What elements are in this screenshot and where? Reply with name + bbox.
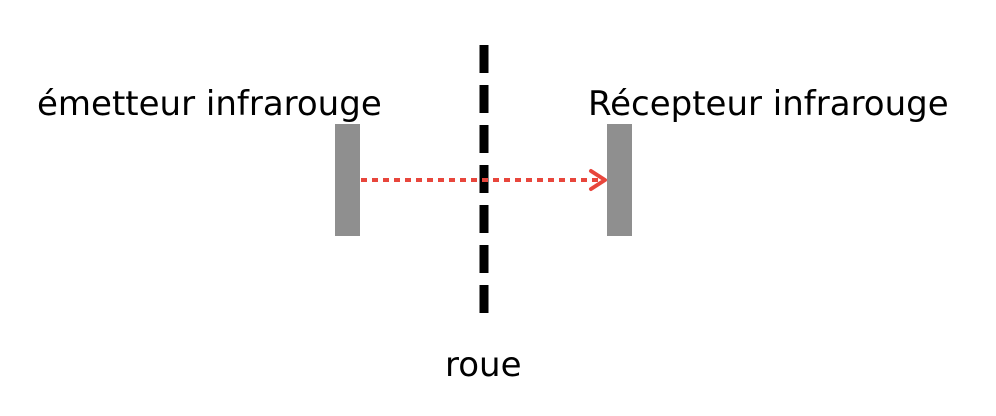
emitter-block: [335, 124, 360, 236]
wheel-label: roue: [445, 345, 522, 385]
emitter-label: émetteur infrarouge: [37, 84, 382, 124]
beam-arrowhead: [589, 169, 607, 191]
receiver-block: [607, 124, 632, 236]
receiver-label: Récepteur infrarouge: [588, 84, 949, 124]
